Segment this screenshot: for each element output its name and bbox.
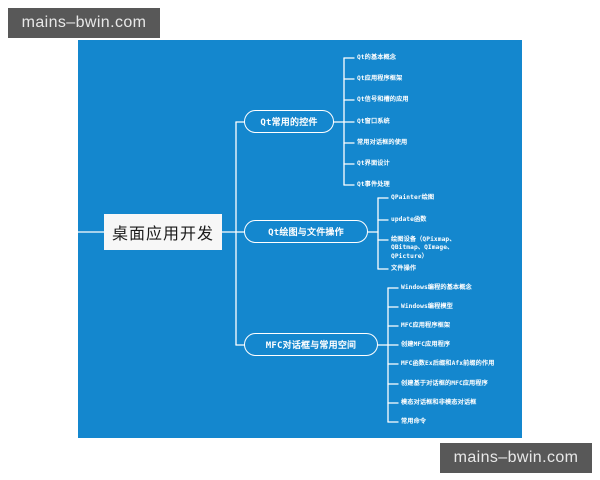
branch-node-qt-drawing[interactable]: Qt绘图与文件操作 xyxy=(244,220,368,243)
watermark-top-text: mains–bwin.com xyxy=(21,14,147,31)
connector-lines xyxy=(77,57,399,423)
leaf-item[interactable]: Qt窗口系统 xyxy=(357,118,390,125)
mindmap-canvas: 桌面应用开发 Qt常用的控件 Qt的基本概念 Qt应用程序框架 Qt信号和槽的应… xyxy=(77,40,522,438)
leaf-item[interactable]: Qt事件处理 xyxy=(357,181,390,188)
watermark-top: mains–bwin.com xyxy=(8,8,160,38)
branch-node-label: Qt常用的控件 xyxy=(260,118,318,128)
branch-node-label: MFC对话框与常用空间 xyxy=(265,341,357,351)
branch-node-qt-widgets[interactable]: Qt常用的控件 xyxy=(244,110,334,133)
leaf-item[interactable]: update函数 xyxy=(391,216,427,223)
root-node[interactable]: 桌面应用开发 xyxy=(104,214,222,250)
leaf-item[interactable]: Qt界面设计 xyxy=(357,160,390,167)
leaf-item[interactable]: 模态对话框和非模态对话框 xyxy=(401,399,477,406)
watermark-bottom-text: mains–bwin.com xyxy=(453,449,579,466)
leaf-item[interactable]: 常用命令 xyxy=(401,418,427,425)
leaf-item[interactable]: Windows编程模型 xyxy=(401,303,453,310)
leaf-item[interactable]: 创建基于对话框的MFC应用程序 xyxy=(401,380,488,387)
leaf-item[interactable]: QPainter绘图 xyxy=(391,194,435,201)
leaf-item[interactable]: Qt应用程序框架 xyxy=(357,75,403,82)
root-node-label: 桌面应用开发 xyxy=(111,224,214,243)
leaf-item[interactable]: MFC函数Ex后缀和Afx前缀的作用 xyxy=(401,360,495,367)
leaf-item[interactable]: 创建MFC应用程序 xyxy=(401,341,451,348)
leaf-item[interactable]: 文件操作 xyxy=(391,265,417,272)
leaf-item[interactable]: 绘图设备（QPixmap、QBitmap、QImage、QPicture） xyxy=(391,236,456,260)
branch-node-mfc-dialog[interactable]: MFC对话框与常用空间 xyxy=(244,333,378,356)
branch-node-label: Qt绘图与文件操作 xyxy=(268,228,344,238)
leaf-item[interactable]: Windows编程的基本概念 xyxy=(401,284,472,291)
leaf-item[interactable]: Qt信号和槽的应用 xyxy=(357,96,409,103)
leaf-item[interactable]: MFC应用程序框架 xyxy=(401,322,451,329)
leaf-item[interactable]: Qt的基本概念 xyxy=(357,54,397,61)
watermark-bottom: mains–bwin.com xyxy=(440,443,592,473)
leaf-item[interactable]: 常用对话框的使用 xyxy=(357,139,408,146)
